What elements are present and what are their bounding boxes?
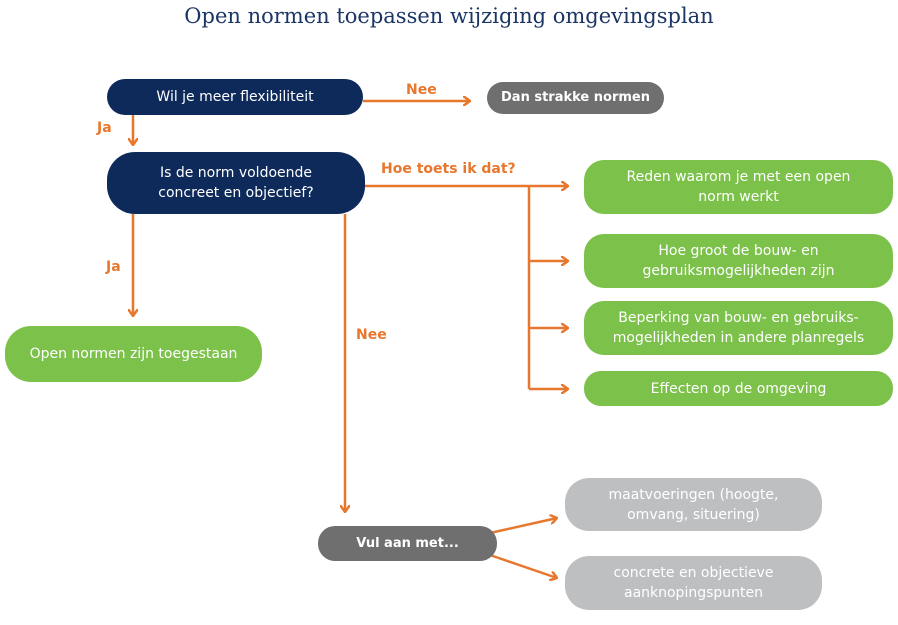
check-size: Hoe groot de bouw- en gebruiksmogelijkhe…: [584, 234, 893, 288]
check-reason: Reden waarom je met een open norm werkt: [584, 160, 893, 214]
label-nee-2: Nee: [356, 327, 387, 343]
label-how-to-test: Hoe toets ik dat?: [381, 161, 516, 177]
supplement-anchor-points: concrete en objectieve aanknopingspunten: [565, 556, 822, 610]
arrow-sup2: [489, 553, 557, 578]
outcome-open-norms-allowed: Open normen zijn toegestaan: [5, 326, 262, 382]
label-nee-1: Nee: [406, 82, 437, 98]
arrow-sup1: [489, 518, 557, 535]
outcome-strict-norms: Dan strakke normen: [487, 82, 664, 114]
label-ja-2: Ja: [106, 259, 121, 275]
diagram-title: Open normen toepassen wijziging omgeving…: [184, 4, 714, 28]
label-ja-1: Ja: [97, 120, 112, 136]
supplement-node: Vul aan met...: [318, 526, 497, 561]
question-flexibility: Wil je meer flexibiliteit: [107, 79, 363, 115]
supplement-dimensions: maatvoeringen (hoogte, omvang, situering…: [565, 478, 822, 531]
question-concrete-objective: Is de norm voldoende concreet en objecti…: [107, 152, 365, 214]
check-restrictions: Beperking van bouw- en gebruiks-mogelijk…: [584, 301, 893, 355]
check-effects: Effecten op de omgeving: [584, 371, 893, 406]
